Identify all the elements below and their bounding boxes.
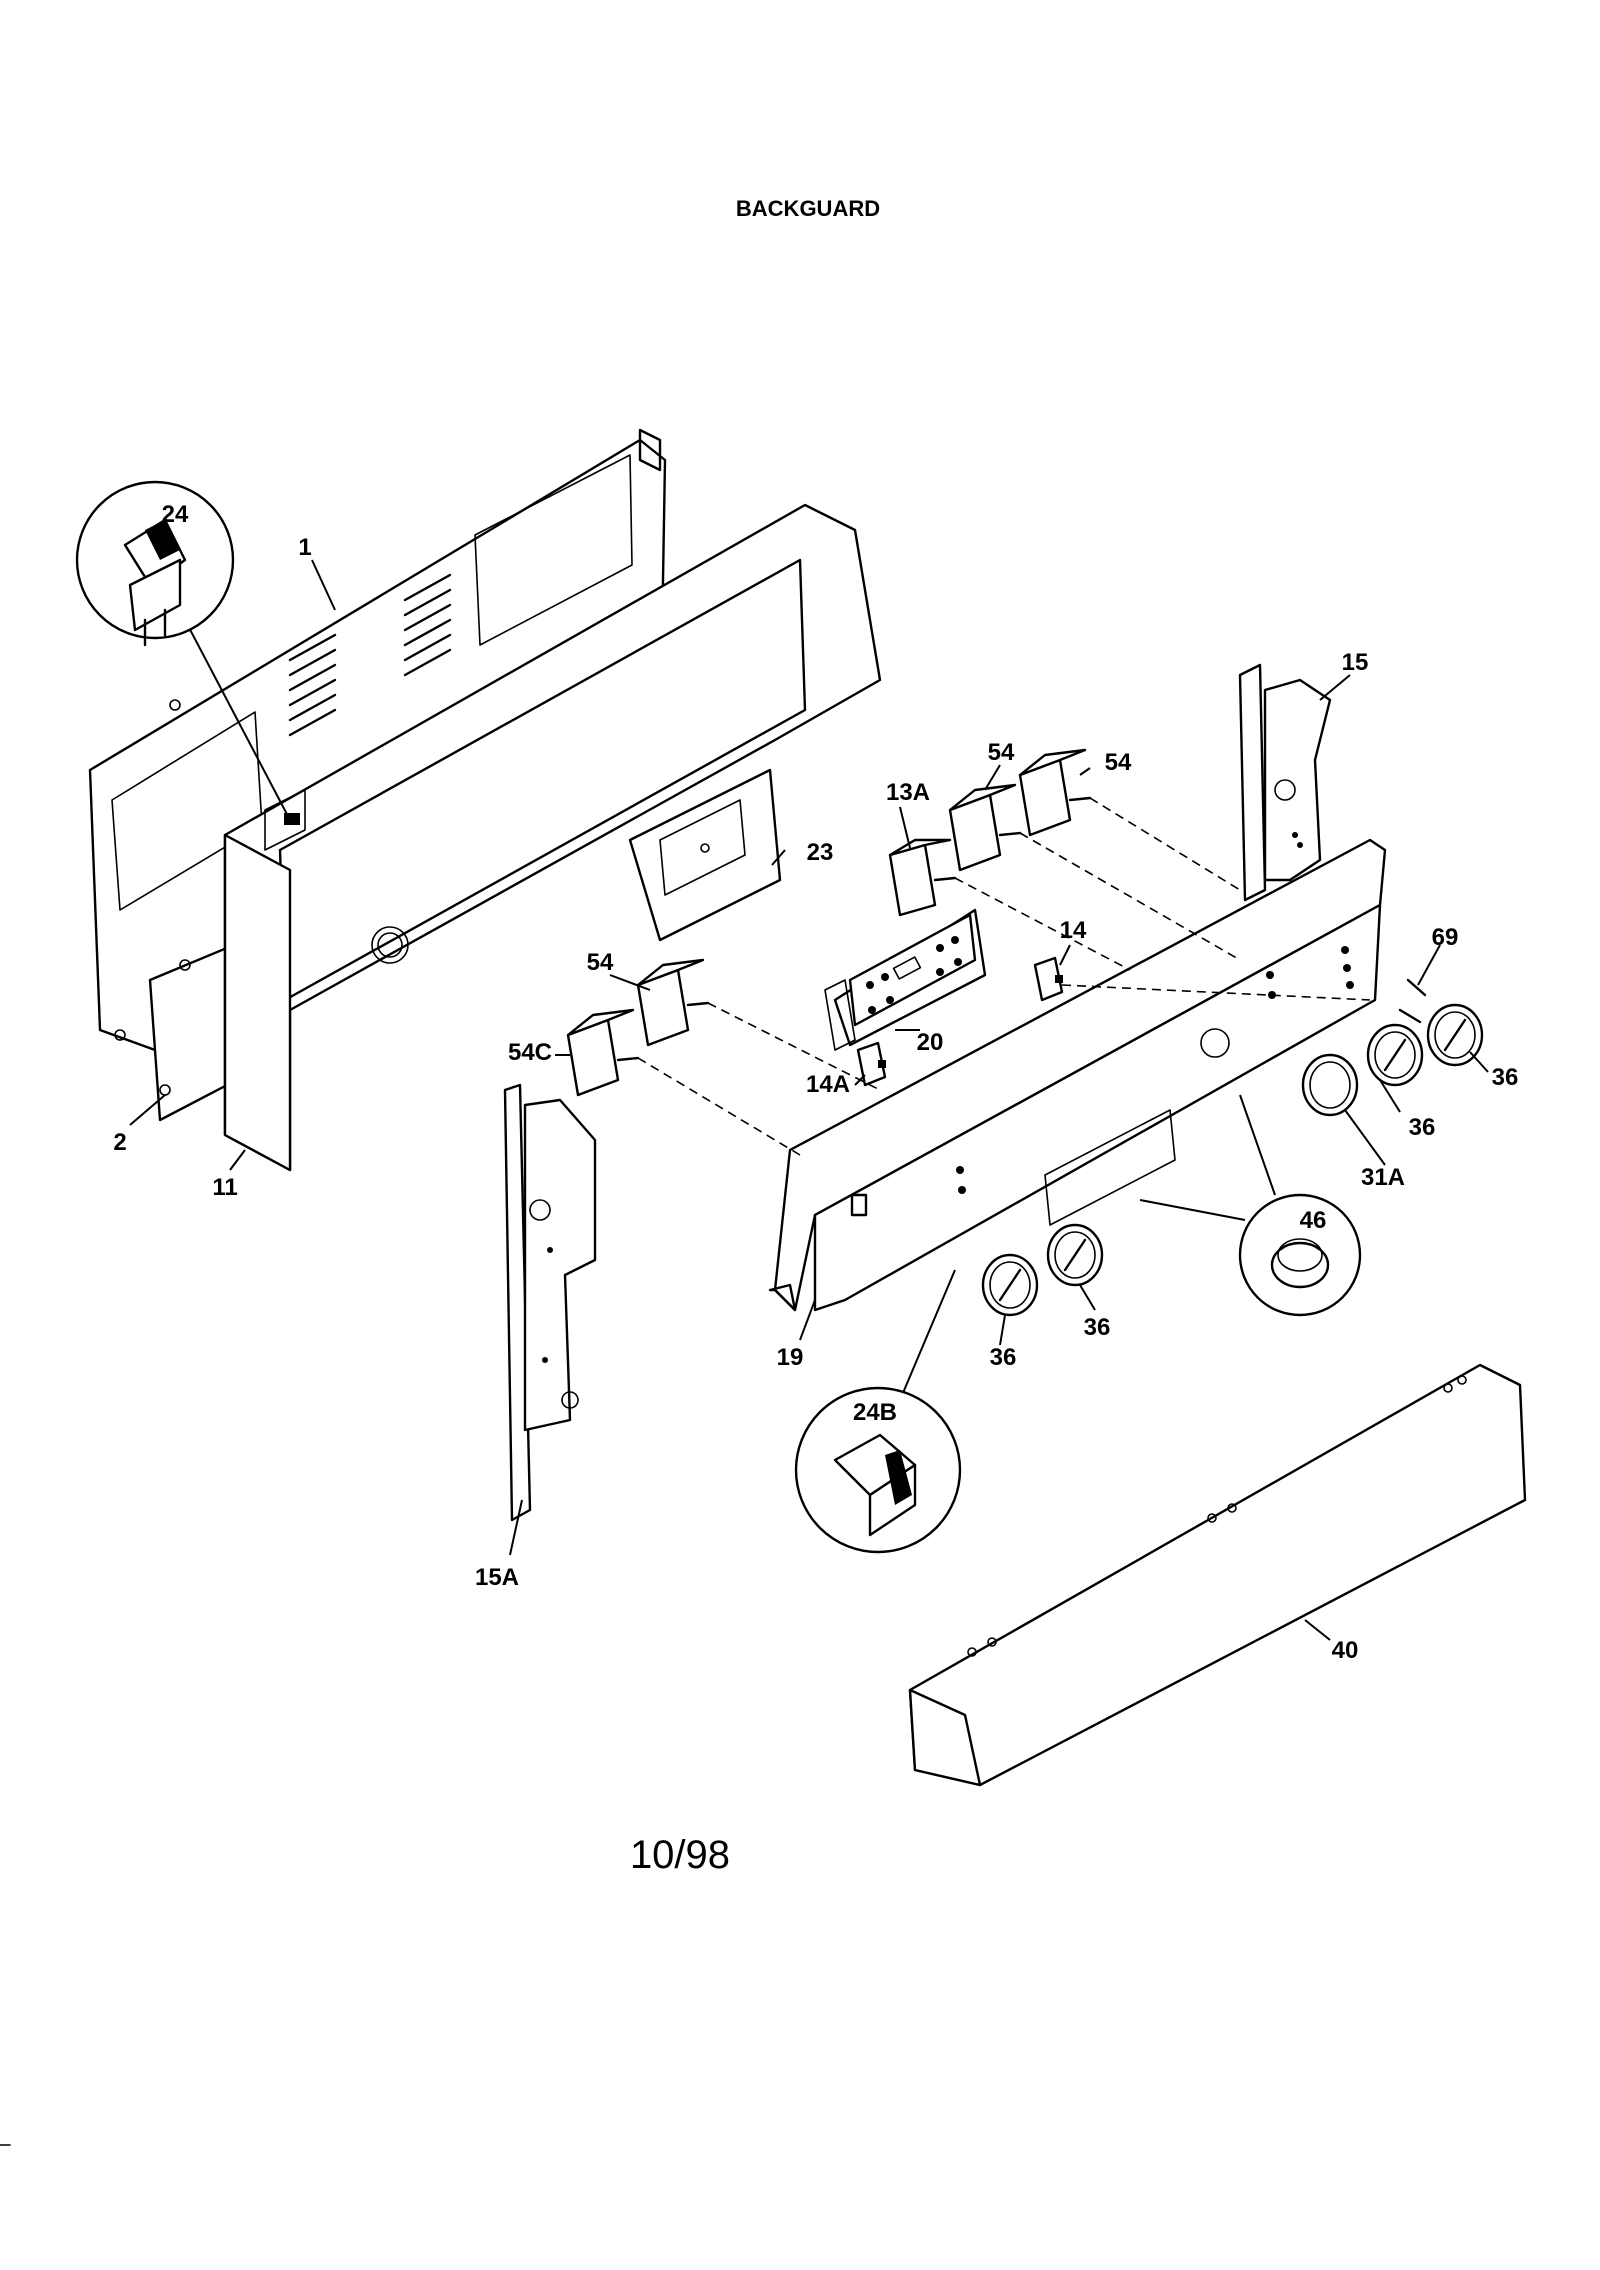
- part-20-clock-control: [824, 908, 987, 1051]
- label-part-31a: 31A: [1361, 1164, 1405, 1191]
- part-14a-small-switch: [856, 1041, 887, 1087]
- label-part-15: 15: [1342, 649, 1369, 676]
- date-code: 10/98: [630, 1833, 730, 1877]
- diagram-title: BACKGUARD: [736, 196, 880, 221]
- label-part-24: 24: [162, 501, 189, 528]
- part-54-switch-upper-left: [948, 783, 1022, 872]
- part-36-knob-upper-right: [1426, 1003, 1484, 1067]
- part-11-front-frame: [223, 503, 882, 1172]
- label-part-19: 19: [777, 1344, 804, 1371]
- part-36-knob-lower-left: [981, 1253, 1039, 1317]
- label-part-14a: 14A: [806, 1071, 850, 1098]
- label-part-46: 46: [1300, 1207, 1327, 1234]
- label-part-15a: 15A: [475, 1564, 519, 1591]
- label-part-36-lower-left: 36: [990, 1344, 1017, 1371]
- part-15-side-bracket: [1238, 663, 1332, 902]
- label-part-54-lower: 54: [587, 949, 614, 976]
- label-part-13a: 13A: [886, 779, 930, 806]
- label-part-14: 14: [1060, 917, 1087, 944]
- label-part-24b: 24B: [853, 1399, 897, 1426]
- part-15a-side-bracket: [503, 1083, 597, 1522]
- label-part-54c: 54C: [508, 1039, 552, 1066]
- label-part-36-lower-right: 36: [1084, 1314, 1111, 1341]
- part-46-button-callout: [1139, 1094, 1362, 1317]
- alignment-lines: [637, 797, 1371, 1156]
- label-part-20: 20: [917, 1029, 944, 1056]
- label-part-40: 40: [1332, 1637, 1359, 1664]
- label-part-11: 11: [212, 1174, 237, 1201]
- label-part-54-upper-left: 54: [988, 739, 1015, 766]
- part-14-small-switch: [1033, 956, 1064, 1002]
- label-part-36-upper-right: 36: [1492, 1064, 1519, 1091]
- part-24b-rocker-switch-callout: [794, 1269, 962, 1554]
- part-13a-switch: [888, 838, 957, 917]
- part-40-trim: [908, 1363, 1527, 1787]
- rear-panel-vents: [288, 573, 452, 737]
- part-24-rocker-switch-callout: [75, 480, 291, 821]
- part-54c-switch: [566, 1008, 640, 1097]
- label-part-1: 1: [298, 534, 311, 561]
- part-69-screw: [1398, 978, 1427, 1024]
- part-23-bracket: [628, 768, 782, 942]
- label-part-54-upper-right: 54: [1105, 749, 1132, 776]
- part-54-switch-lower: [636, 958, 710, 1047]
- part-36-knob-lower-right: [1046, 1223, 1104, 1287]
- leader-lines: [129, 559, 1489, 1641]
- part-54-switch-upper-right: [1018, 748, 1092, 837]
- label-part-2: 2: [113, 1129, 126, 1156]
- part-19-control-panel: [768, 838, 1387, 1312]
- label-part-36-middle-right: 36: [1409, 1114, 1436, 1141]
- label-part-69: 69: [1432, 924, 1459, 951]
- part-31a-knob: [1301, 1053, 1359, 1117]
- part-36-knob-middle-right: [1366, 1023, 1424, 1087]
- label-part-23: 23: [807, 839, 834, 866]
